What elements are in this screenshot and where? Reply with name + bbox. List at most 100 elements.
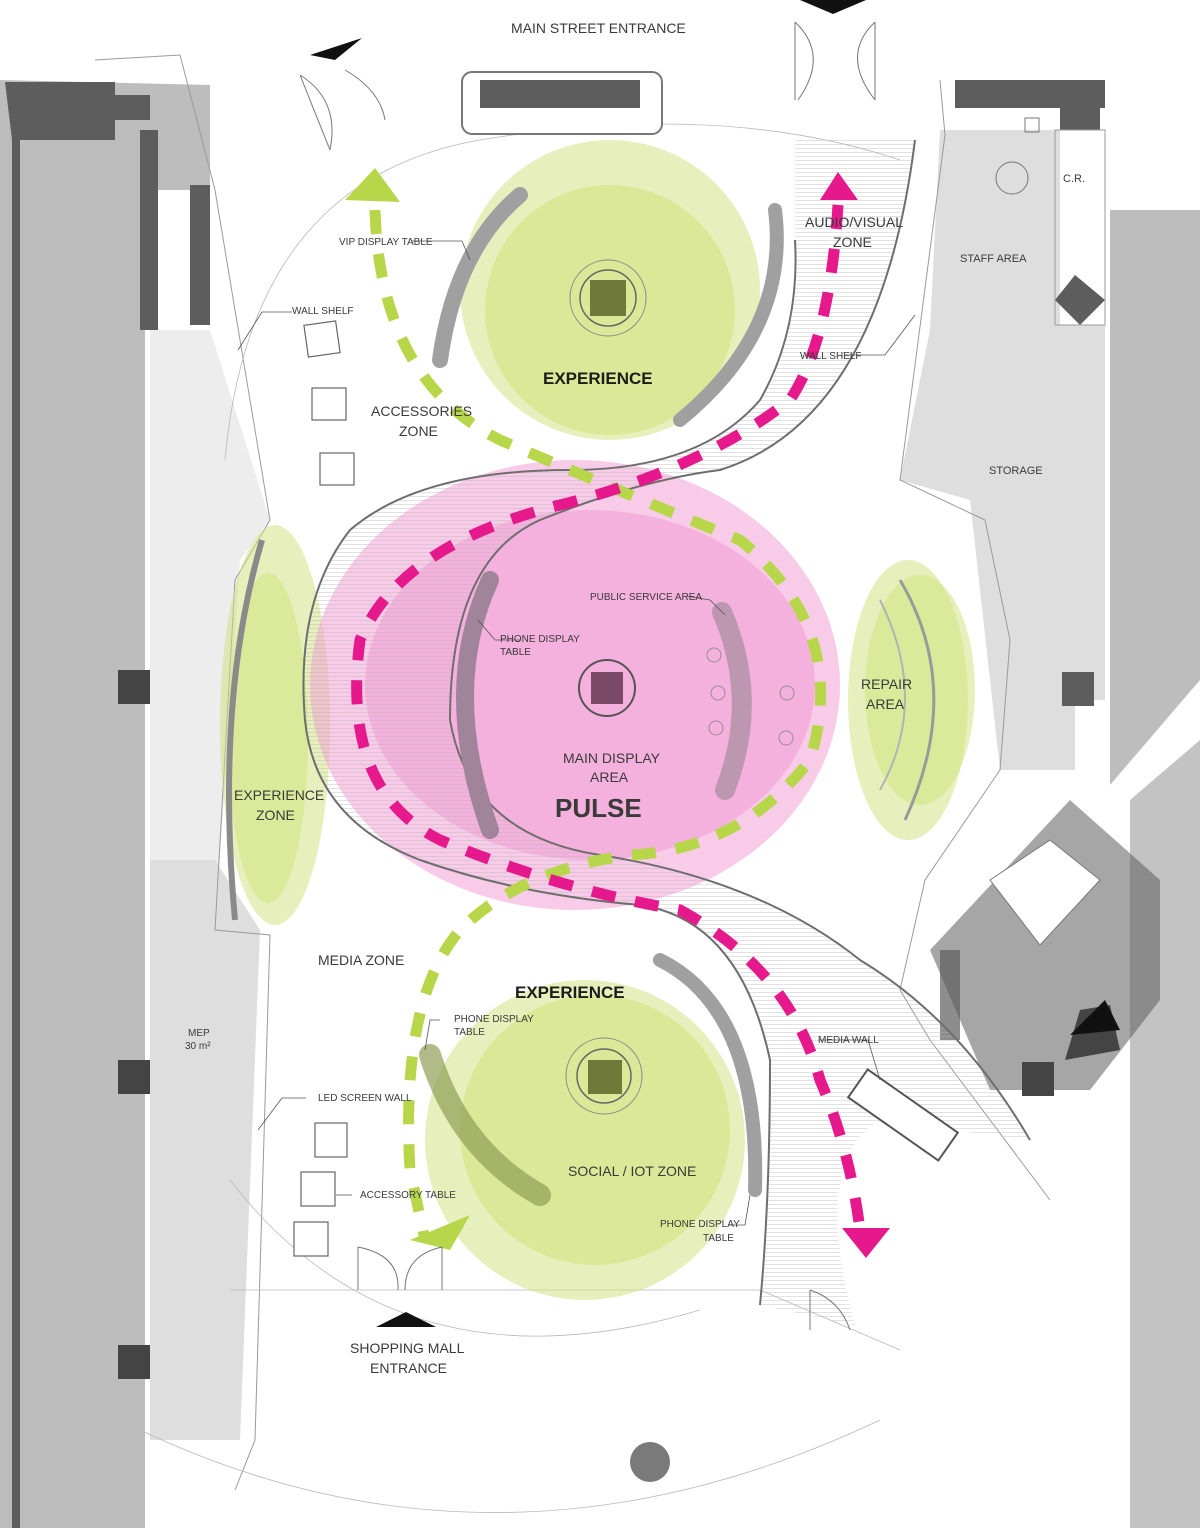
accessories-zone-label-2: ZONE [399, 423, 438, 439]
mep-label-1: MEP [188, 1028, 210, 1039]
stair-arrow [1070, 1000, 1120, 1035]
repair-counter [898, 579, 936, 821]
mep-room [150, 860, 260, 1440]
accessory-table [300, 1171, 336, 1207]
stool [706, 647, 722, 663]
pulse-display-ring [578, 659, 636, 717]
magenta-flow-path [351, 204, 866, 1231]
stair [989, 839, 1101, 946]
leader-phone-display-center [477, 619, 520, 641]
cr-label: C.R. [1063, 173, 1085, 185]
phone-display-bottom-right-label-1: PHONE DISPLAY [660, 1219, 740, 1230]
column [118, 1345, 150, 1379]
experience-zone-label-1: EXPERIENCE [234, 787, 324, 803]
column [118, 1060, 150, 1094]
arc-bottom [229, 1179, 701, 1337]
column [1022, 1062, 1054, 1096]
accessory-table [303, 320, 341, 358]
right-corner-pier [1060, 80, 1100, 130]
green-arrow-head-top [345, 168, 400, 202]
column-diamond [1055, 275, 1105, 325]
display-pedestal-bottom [588, 1060, 622, 1094]
main-display-label-2: AREA [590, 769, 629, 785]
ribbon-counter [302, 139, 1031, 1325]
column [118, 670, 150, 704]
green-flow-path [369, 209, 827, 1242]
bollard [630, 1442, 670, 1482]
experience-wall-left [226, 539, 265, 921]
display-pedestal-top [590, 280, 626, 316]
leader-phone-display-bottom-left [424, 1019, 440, 1051]
vip-display-table [432, 187, 528, 368]
curved-table-top-right [673, 203, 784, 427]
leader-wall-shelf-left [237, 311, 292, 351]
doors [299, 0, 1120, 1331]
display-ring-bottom-inner [576, 1048, 632, 1104]
vip-display-table-label: VIP DISPLAY TABLE [339, 237, 433, 248]
accessory-table [293, 1221, 329, 1257]
media-zone-label: MEDIA ZONE [318, 952, 404, 968]
shopping-mall-entrance-label-1: SHOPPING MALL [350, 1340, 465, 1356]
back-of-house [900, 130, 1105, 770]
main-street-entrance-label: MAIN STREET ENTRANCE [511, 20, 686, 36]
building-shell [0, 54, 1200, 1528]
accessory-table [311, 387, 347, 421]
left-building-block [0, 80, 210, 1528]
shopping-mall-entrance-label-2: ENTRANCE [370, 1360, 447, 1376]
repair-area-label-1: REPAIR [861, 676, 912, 692]
stool [708, 720, 724, 736]
phone-display-bottom-left-label-2: TABLE [454, 1027, 485, 1038]
entrance-arrow-top-left [310, 38, 362, 60]
cr-room [1054, 129, 1106, 326]
green-arrow-head-bottom [410, 1215, 470, 1250]
stool [778, 730, 794, 746]
entrance-arrow-top-right [800, 0, 866, 14]
wall-shelf-left-label: WALL SHELF [292, 306, 354, 317]
phone-display-bottom-right-label-2: TABLE [703, 1233, 734, 1244]
repair-area-label-2: AREA [866, 696, 905, 712]
labels: MAIN STREET ENTRANCE SHOPPING MALL ENTRA… [185, 20, 1085, 1376]
media-wall-unit [846, 1068, 960, 1162]
leader-public-service [685, 595, 726, 616]
led-screen-wall-label: LED SCREEN WALL [318, 1093, 412, 1104]
repair-zone-inner [865, 575, 975, 805]
display-ring-bottom [565, 1037, 643, 1115]
magenta-arrow-head-top [820, 172, 858, 200]
audio-visual-zone-label-2: ZONE [833, 234, 872, 250]
audio-visual-zone-label-1: AUDIO/VISUAL [805, 214, 903, 230]
leader-media-wall [818, 1039, 881, 1081]
circulation-paths [345, 168, 890, 1258]
repair-counter-inner [879, 599, 906, 791]
booth-wall [480, 80, 640, 108]
left-column-wall [140, 130, 158, 330]
staff-area-label: STAFF AREA [960, 253, 1027, 265]
furniture [226, 187, 960, 1257]
pulse-label: PULSE [555, 793, 642, 823]
mall-line [230, 1289, 901, 1351]
experience-top-label: EXPERIENCE [543, 369, 653, 388]
column [1062, 672, 1094, 706]
entrance-arrow-bottom [376, 1312, 436, 1327]
leader-wall-shelf-right [845, 314, 916, 356]
arc-bottom-outer [139, 1419, 881, 1513]
stool [710, 685, 726, 701]
phone-display-center-label-1: PHONE DISPLAY [500, 634, 580, 645]
social-iot-zone-label: SOCIAL / IOT ZONE [568, 1163, 696, 1179]
ribbon-edge-inner [448, 139, 1031, 1141]
left-exterior-wall [12, 95, 20, 1528]
arc-top [224, 123, 901, 461]
accessory-table-label: ACCESSORY TABLE [360, 1190, 456, 1201]
phone-display-table-center [456, 571, 499, 839]
leader-phone-display-bottom-right [728, 1194, 751, 1226]
envelope-left [94, 54, 271, 1491]
stool [779, 685, 795, 701]
accessory-table [319, 452, 355, 486]
pulse-pedestal [591, 672, 623, 704]
experience-zone-left-inner [228, 573, 308, 903]
phone-display-center-label-2: TABLE [500, 647, 531, 658]
right-building-block [1110, 210, 1200, 785]
ribbon-edge-outer [302, 239, 797, 1306]
public-service-area-label: PUBLIC SERVICE AREA [590, 592, 702, 603]
phone-display-bottom-left-label-1: PHONE DISPLAY [454, 1014, 534, 1025]
